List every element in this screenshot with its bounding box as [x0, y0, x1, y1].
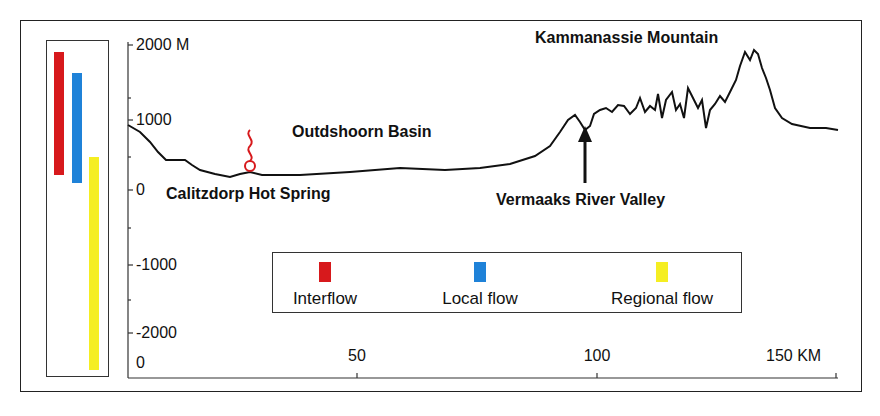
place-label: Outdshoorn Basin	[292, 124, 432, 140]
terrain-profile	[128, 50, 838, 177]
legend-text: Regional flow	[611, 290, 713, 307]
legend-text: Interflow	[293, 290, 357, 307]
outer-frame	[21, 21, 862, 392]
axis-label: 2000 M	[136, 37, 189, 53]
axis-label: -2000	[136, 325, 177, 341]
place-label: Vermaaks River Valley	[496, 192, 665, 208]
interflow-bar	[54, 52, 64, 175]
axis-label: 0	[136, 355, 145, 371]
place-label: Calitzdorp Hot Spring	[166, 186, 330, 202]
axis-label: 1000	[136, 112, 172, 128]
place-label: Kammanassie Mountain	[535, 30, 718, 46]
axis-label: -1000	[136, 257, 177, 273]
axis-label: 100	[584, 348, 611, 364]
local-flow-bar	[72, 73, 82, 183]
axes	[128, 42, 838, 378]
legend-box	[273, 253, 742, 313]
flow-depth-box	[47, 41, 109, 377]
hot-spring-symbol	[245, 130, 255, 171]
axis-label: 0	[136, 182, 145, 198]
regional-flow-bar	[89, 157, 99, 370]
axis-label: 50	[348, 348, 366, 364]
legend-text: Local flow	[442, 290, 518, 307]
legend-swatch	[319, 262, 331, 282]
valley-arrow	[578, 126, 592, 183]
axis-label: 150 KM	[766, 348, 821, 364]
legend-swatch	[474, 262, 486, 282]
legend-swatch	[656, 262, 668, 282]
